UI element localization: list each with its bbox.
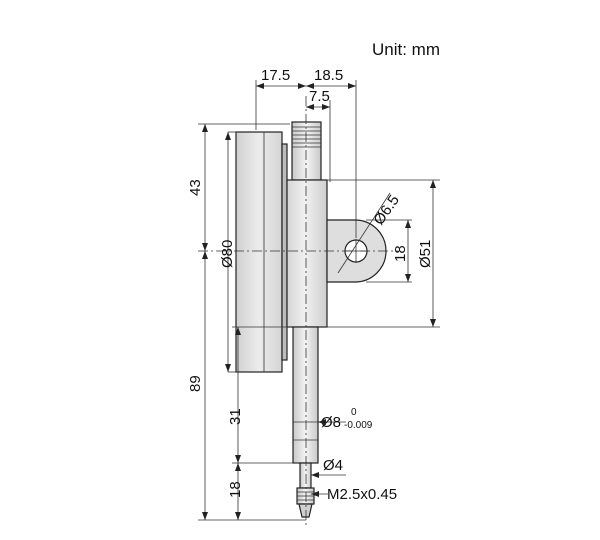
- dim-width-right: 18.5: [314, 67, 343, 84]
- top-cap-knurl: [292, 126, 321, 148]
- stem-segment-lines: [293, 421, 318, 441]
- dim-stem-diameter: Ø8: [321, 414, 341, 431]
- dim-stem-length: 31: [227, 408, 244, 425]
- dim-top-height: 43: [187, 179, 204, 196]
- dim-dial-diameter: Ø80: [219, 240, 236, 268]
- dial-back-ring: [281, 143, 288, 361]
- contact-ball: [298, 503, 313, 518]
- dim-bottom-height: 89: [187, 375, 204, 392]
- contact-tip-knurl: [297, 491, 314, 501]
- top-cap: [291, 121, 322, 181]
- dim-lug-height: 18: [392, 245, 409, 262]
- dim-stem-tol-upper: 0: [351, 407, 357, 418]
- dim-tip-length: 18: [227, 481, 244, 498]
- indicator-body: [286, 179, 328, 328]
- dim-back-diameter: Ø51: [417, 240, 434, 268]
- dim-stem-tol-lower: -0.009: [344, 420, 373, 431]
- dim-thread: M2.5x0.45: [327, 486, 397, 503]
- dial-bezel: [235, 131, 283, 373]
- dim-stem-offset: 7.5: [309, 88, 330, 105]
- indicator-part: [235, 121, 387, 518]
- spindle: [299, 462, 312, 489]
- dim-width-left: 17.5: [261, 67, 290, 84]
- dim-hole-diameter: Ø6.5: [370, 192, 403, 228]
- arrowheads: [202, 83, 436, 520]
- dim-spindle-diameter: Ø4: [323, 457, 343, 474]
- unit-label: Unit: mm: [372, 40, 440, 59]
- stem: [292, 326, 319, 464]
